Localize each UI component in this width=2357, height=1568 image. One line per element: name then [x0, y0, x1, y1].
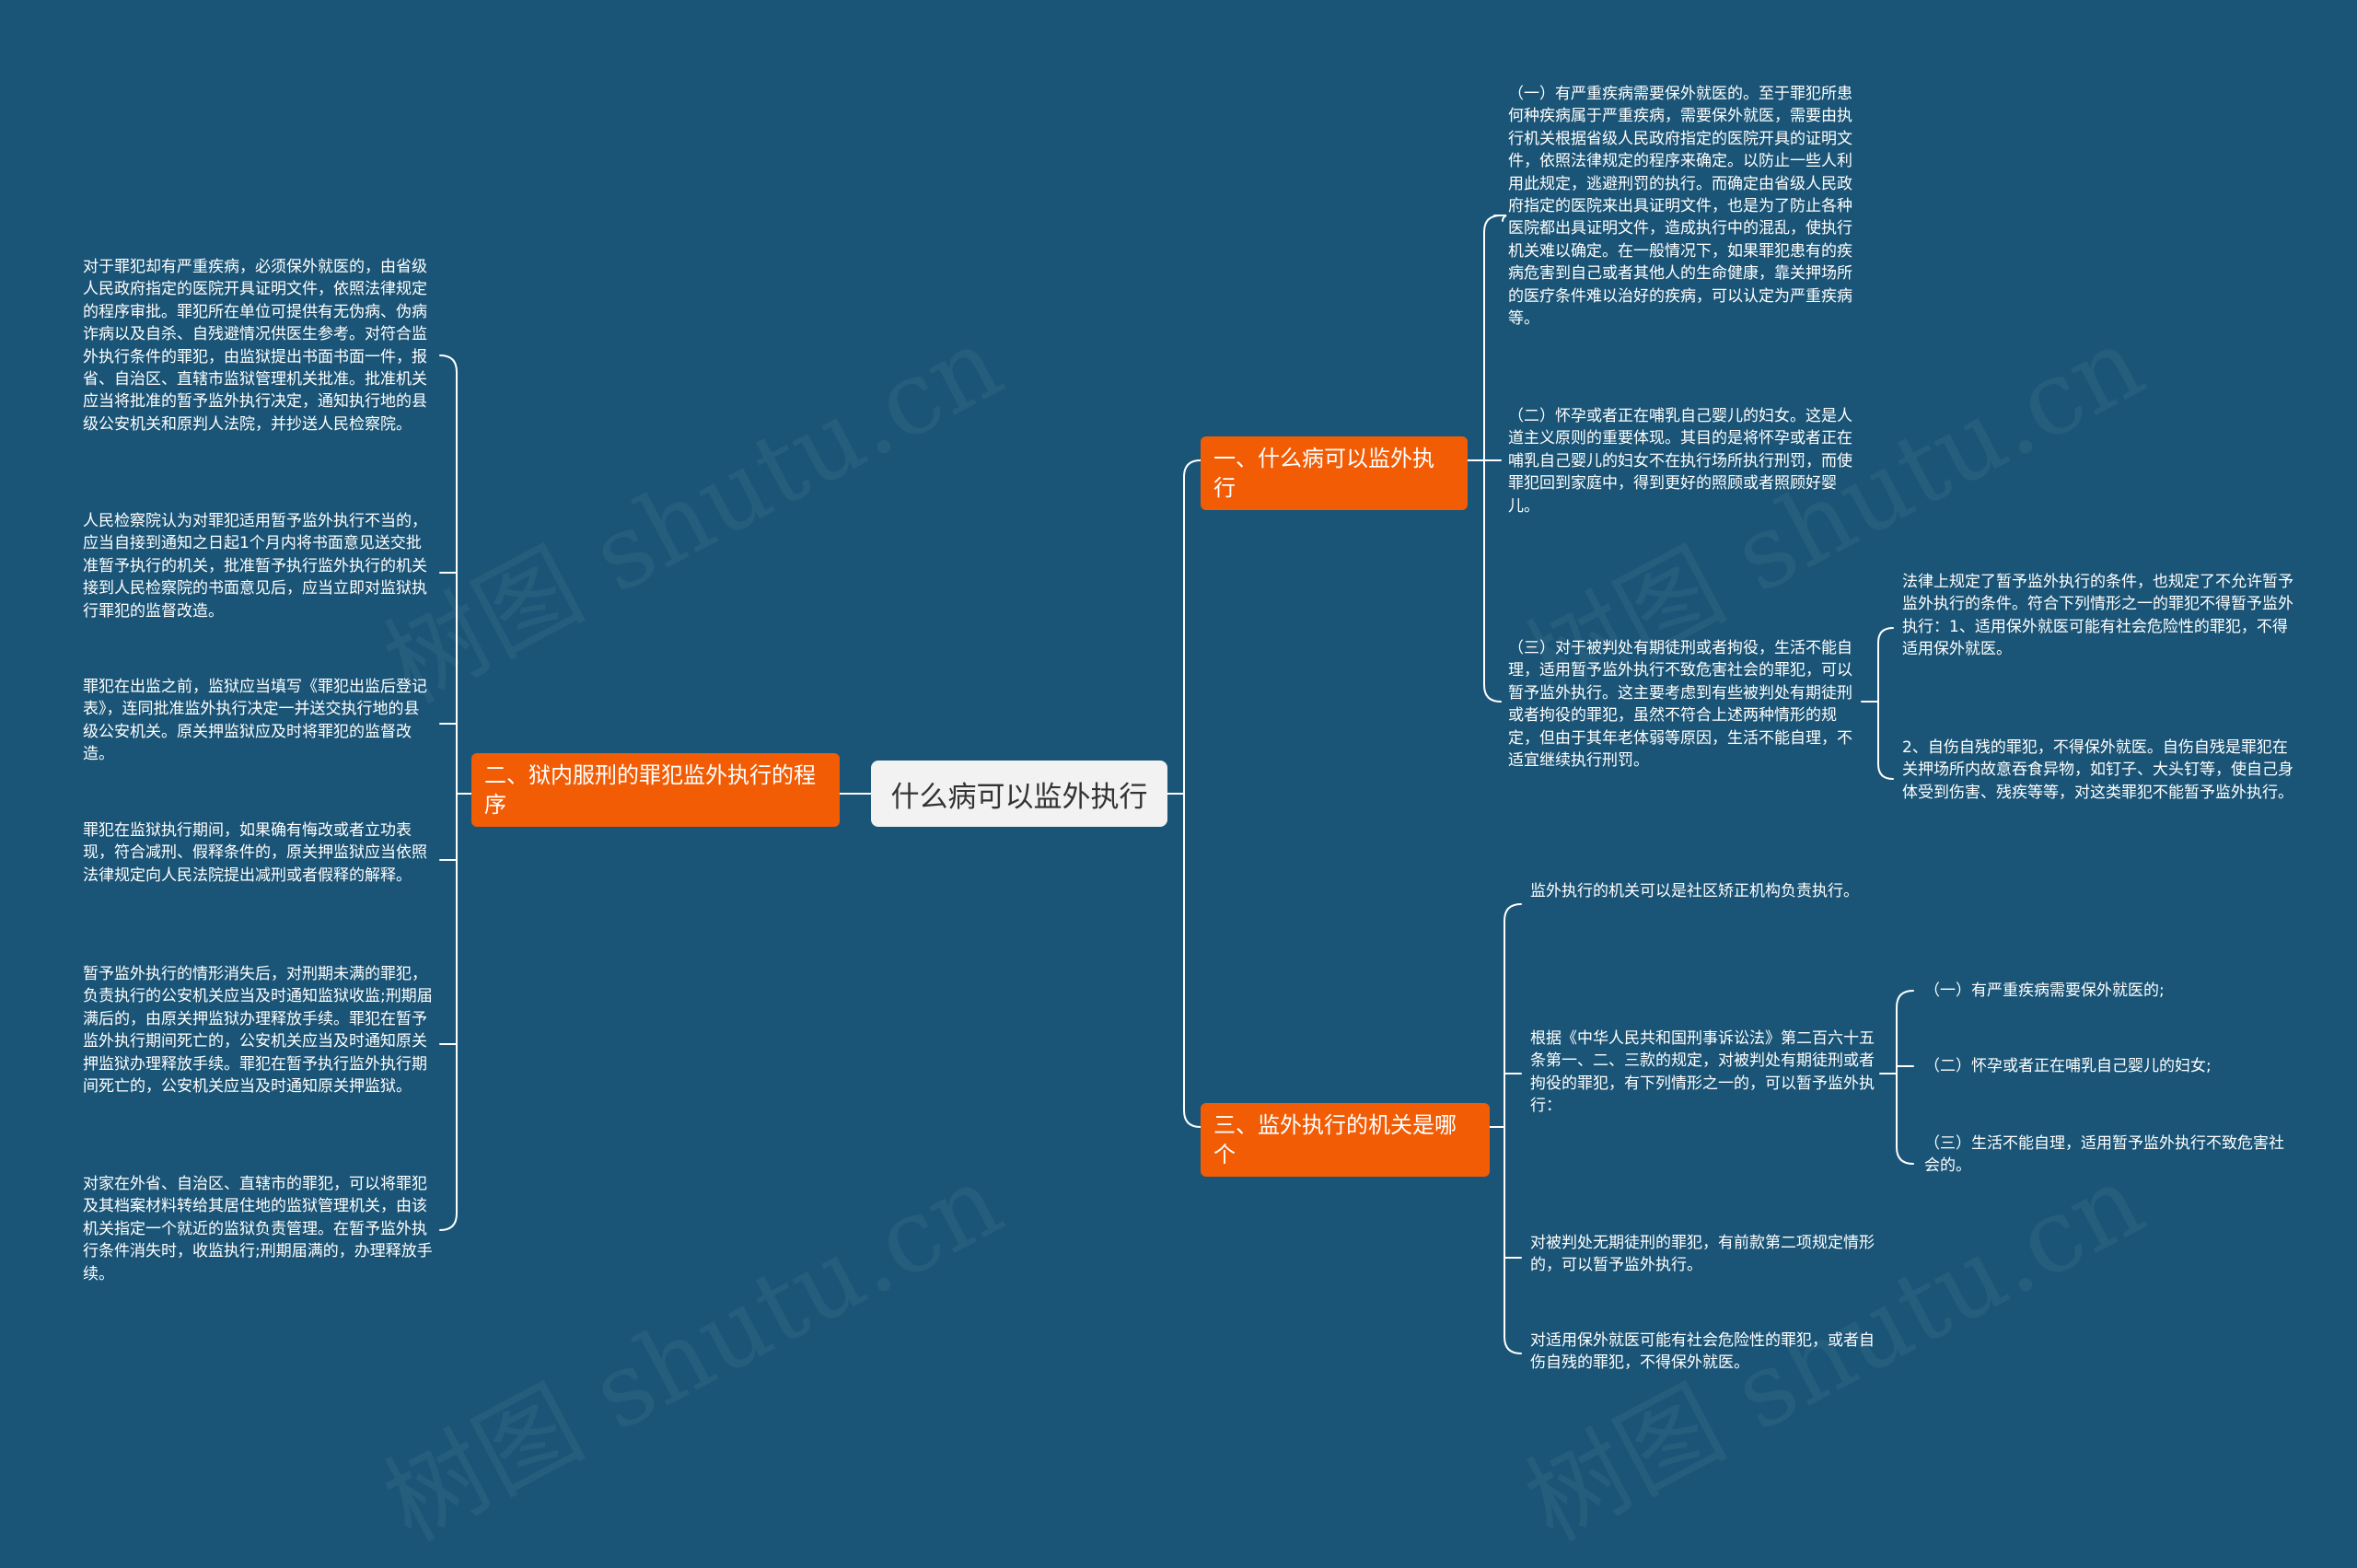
list-item: 罪犯在出监之前，监狱应当填写《罪犯出监后登记表》，连同批准监外执行决定一并送交执… — [83, 678, 427, 764]
branch-executing-authority[interactable]: 三、监外执行的机关是哪个 — [1201, 1103, 1490, 1177]
list-item: 监外执行的机关可以是社区矫正机构负责执行。 — [1530, 882, 1859, 900]
list-item: （二）怀孕或者正在哺乳自己婴儿的妇女。这是人道主义原则的重要体现。其目的是将怀孕… — [1508, 407, 1852, 516]
branch-what-illness[interactable]: 一、什么病可以监外执行 — [1201, 436, 1468, 510]
list-item: （二）怀孕或者正在哺乳自己婴儿的妇女; — [1924, 1057, 2212, 1075]
list-item: （三）对于被判处有期徒刑或者拘役，生活不能自理，适用暂予监外执行不致危害社会的罪… — [1508, 639, 1852, 771]
list-item: 2、自伤自残的罪犯，不得保外就医。自伤自残是罪犯在关押场所内故意吞食异物，如钉子… — [1902, 738, 2293, 802]
list-item: 罪犯在监狱执行期间，如果确有悔改或者立功表现，符合减刑、假释条件的，原关押监狱应… — [83, 821, 427, 885]
list-item: 人民检察院认为对罪犯适用暂予监外执行不当的，应当自接到通知之日起1个月内将书面意… — [83, 512, 427, 621]
list-item: 法律上规定了暂予监外执行的条件，也规定了不允许暂予监外执行的条件。符合下列情形之… — [1902, 573, 2293, 659]
list-item: 暂予监外执行的情形消失后，对刑期未满的罪犯，负责执行的公安机关应当及时通知监狱收… — [83, 965, 433, 1097]
list-item: 对于罪犯却有严重疾病，必须保外就医的，由省级人民政府指定的医院开具证明文件，依照… — [83, 258, 427, 434]
list-item: （一）有严重疾病需要保外就医的。至于罪犯所患何种疾病属于严重疾病，需要保外就医，… — [1508, 85, 1852, 329]
root-topic[interactable]: 什么病可以监外执行 — [871, 761, 1167, 827]
list-item: 根据《中华人民共和国刑事诉讼法》第二百六十五条第一、二、三款的规定，对被判处有期… — [1530, 1029, 1875, 1116]
list-item: （三）生活不能自理，适用暂予监外执行不致危害社会的。 — [1924, 1134, 2284, 1176]
branch-procedure[interactable]: 二、狱内服刑的罪犯监外执行的程序 — [471, 753, 840, 827]
list-item: 对适用保外就医可能有社会危险性的罪犯，或者自伤自残的罪犯，不得保外就医。 — [1530, 1331, 1875, 1373]
list-item: 对家在外省、自治区、直辖市的罪犯，可以将罪犯及其档案材料转给其居住地的监狱管理机… — [83, 1175, 433, 1283]
connector-lines — [439, 215, 1914, 1354]
list-item: 对被判处无期徒刑的罪犯，有前款第二项规定情形的，可以暂予监外执行。 — [1530, 1234, 1875, 1275]
list-item: （一）有严重疾病需要保外就医的; — [1924, 981, 2165, 1000]
